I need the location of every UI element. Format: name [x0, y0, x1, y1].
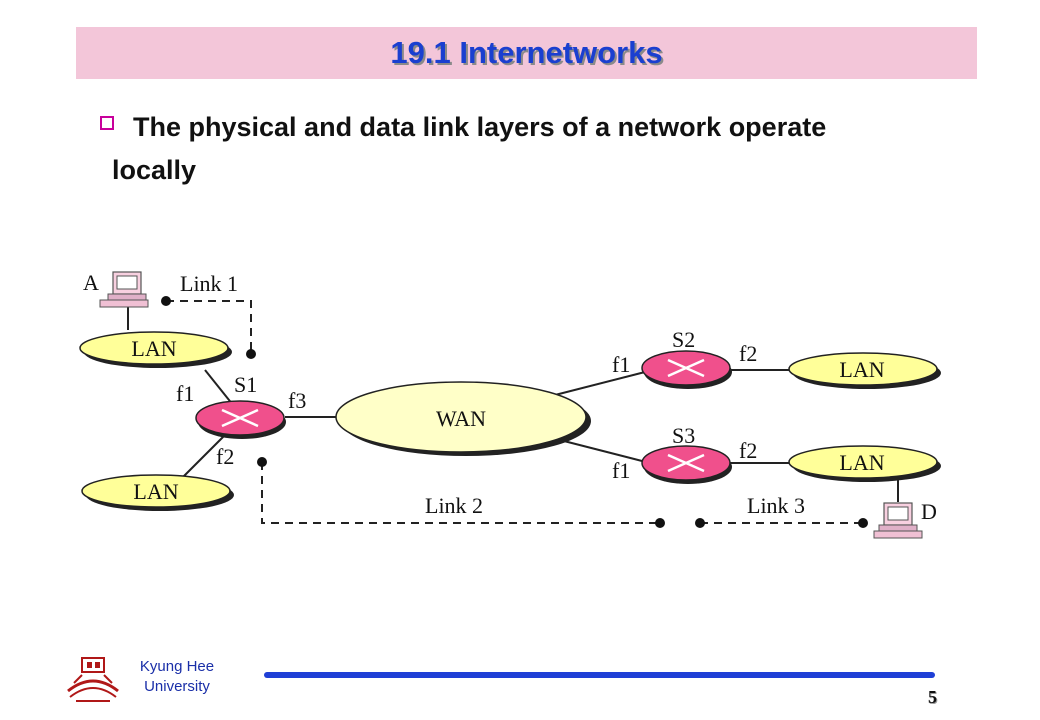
wan-s2-link: [554, 371, 646, 396]
router-s1-icon: [195, 400, 286, 439]
link-1-path: [166, 300, 252, 354]
link-2-start-dot: [257, 457, 267, 467]
lan-bottom-left: [81, 474, 234, 511]
bullet-text-line-2: locally: [112, 155, 197, 185]
university-name: Kyung Hee University: [122, 657, 232, 697]
title-bar: 19.1 Internetworks: [76, 27, 977, 79]
computer-d-icon: [873, 502, 923, 539]
s3-f2-label: f2: [739, 438, 757, 463]
university-name-line-1: Kyung Hee: [139, 658, 215, 675]
page-number: 5: [928, 687, 937, 707]
link-3-label: Link 3: [747, 493, 805, 518]
wan-label: WAN: [436, 406, 486, 431]
s2-f2-label: f2: [739, 341, 757, 366]
bullet-square-icon: [100, 116, 114, 130]
link-2-label: Link 2: [425, 493, 483, 518]
link-3-end-dot: [858, 518, 868, 528]
host-a-label: A: [83, 270, 99, 295]
s1-f2-link: [177, 431, 229, 483]
s1-f1-link: [204, 369, 234, 406]
router-s2-icon: [641, 350, 732, 389]
router-s1-label: S1: [234, 372, 257, 397]
s2-f1-label: f1: [612, 352, 630, 377]
s1-f2-label: f2: [216, 444, 234, 469]
host-d-label: D: [921, 499, 937, 524]
link-3-start-dot: [695, 518, 705, 528]
lan-s3: [788, 445, 941, 482]
lan-s2: [788, 352, 941, 389]
link-1-label: Link 1: [180, 271, 238, 296]
university-name-line-2: University: [144, 678, 210, 695]
s1-f1-label: f1: [176, 381, 194, 406]
s1-f3-label: f3: [288, 388, 306, 413]
university-logo-icon: [67, 657, 119, 702]
footer-divider: [264, 672, 935, 678]
slide-title: 19.1 Internetworks: [390, 35, 663, 70]
link-2-path: [261, 462, 660, 524]
lan-top-left-label: LAN: [131, 336, 176, 361]
lan-top-left: [79, 331, 232, 368]
computer-a-icon: [99, 271, 149, 308]
lan-s2-label: LAN: [839, 357, 884, 382]
lan-bottom-left-label: LAN: [133, 479, 178, 504]
router-s2-label: S2: [672, 327, 695, 352]
link-1-end-dot: [246, 349, 256, 359]
wan-cloud: [335, 381, 591, 456]
wan-s3-link: [559, 439, 643, 462]
lan-s3-label: LAN: [839, 450, 884, 475]
link-2-end-dot: [655, 518, 665, 528]
s3-f1-label: f1: [612, 458, 630, 483]
router-s3-icon: [641, 445, 732, 484]
router-s3-label: S3: [672, 423, 695, 448]
link-1-start-dot: [161, 296, 171, 306]
bullet-text-line-1: The physical and data link layers of a n…: [133, 112, 827, 142]
